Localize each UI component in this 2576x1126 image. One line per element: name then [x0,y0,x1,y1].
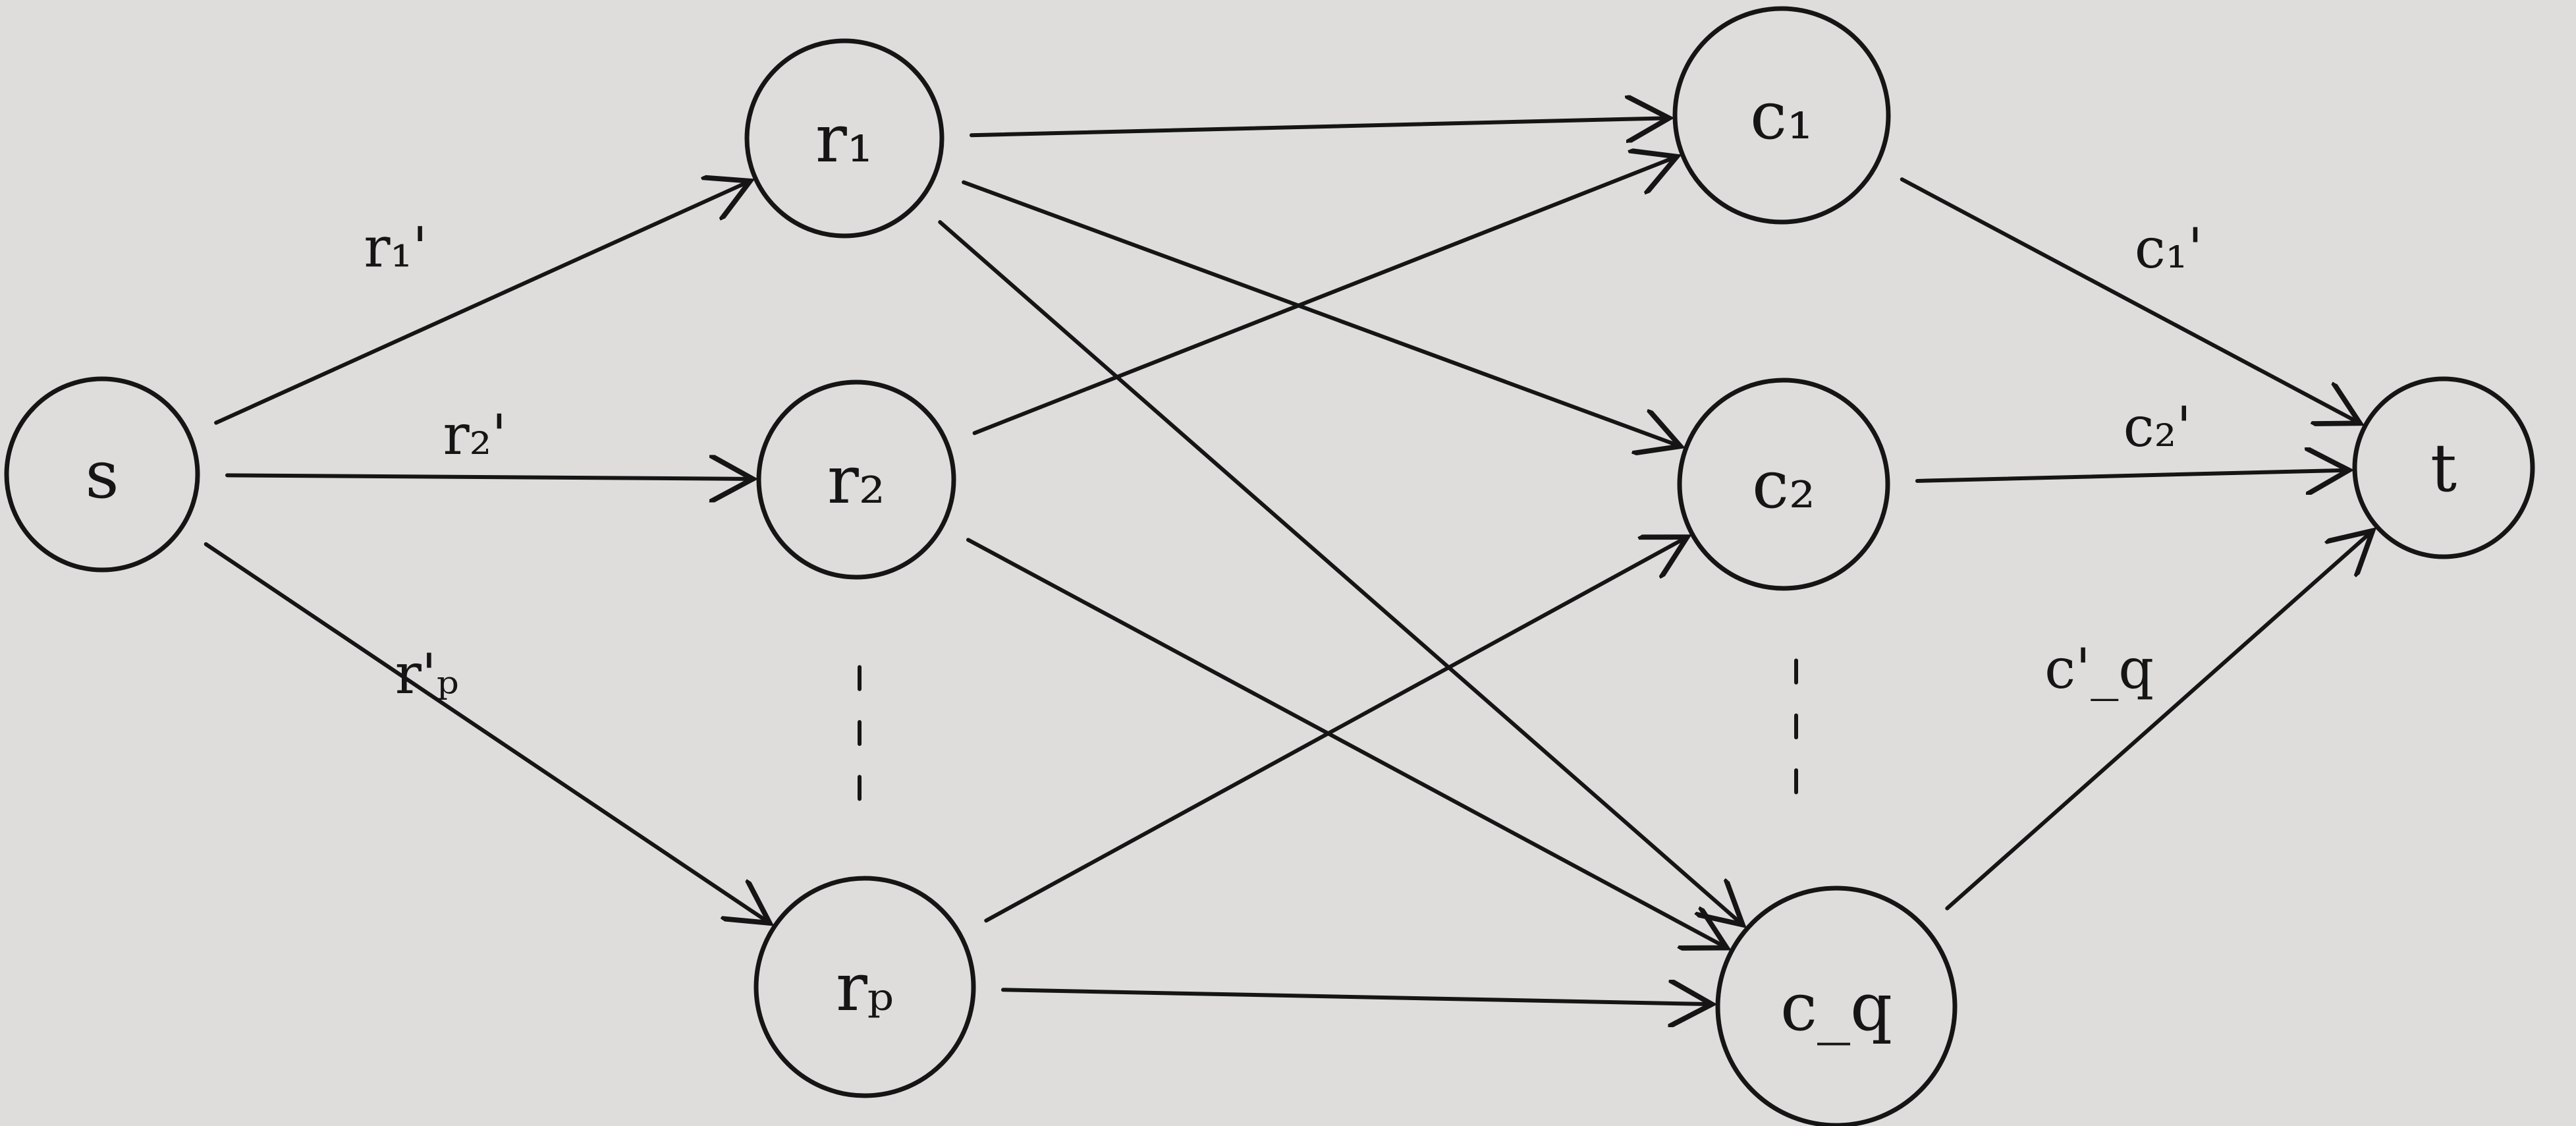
edge-rp-c2 [984,539,1684,923]
node-circle-cq [1715,886,1958,1126]
node-label-t: t [2430,430,2457,507]
node-circle-s [4,376,200,573]
node-label-r2: r₂ [827,441,885,519]
edge-label-s-rp: r'ₚ [395,642,459,706]
node-label-s: s [85,436,119,513]
node-label-cq: c_q [1780,969,1892,1046]
edge-r1-c2 [962,180,1677,445]
edge-labels-layer: r₁' r₂' r'ₚ c₁' c₂' c'_q [364,215,2203,706]
edge-s-r1 [214,183,746,425]
edge-label-c1-t: c₁' [2135,216,2203,281]
edge-label-s-r2: r₂' [443,403,507,467]
edge-cq-t [1945,534,2369,911]
nodes-layer: s r₁ r₂ rₚ c₁ c₂ c_q t [4,6,2535,1126]
ellipsis-layer [858,658,1798,801]
edge-c2-t [1915,470,2345,481]
edge-r1-c1 [969,118,1665,135]
node-label-r1: r₁ [815,100,873,177]
node-label-c2: c₂ [1752,446,1815,523]
node-t: t [2352,376,2535,559]
edge-s-r2 [225,475,749,479]
node-r1: r₁ [744,38,945,239]
node-s: s [4,376,200,573]
edge-r2-cq [966,538,1723,945]
node-c2: c₂ [1677,378,1890,591]
edge-c1-t [1900,177,2357,421]
edges-layer [204,118,2370,1004]
node-cq: c_q [1715,886,1958,1126]
edge-label-s-r1: r₁' [364,215,427,279]
node-label-c1: c₁ [1750,77,1813,154]
edge-r1-cq [938,220,1740,922]
node-circle-r1 [744,38,945,239]
node-c1: c₁ [1672,6,1891,225]
node-rp: rₚ [754,876,976,1098]
node-circle-c1 [1672,6,1891,225]
node-circle-rp [754,876,976,1098]
edge-label-c2-t: c₂' [2124,395,2192,459]
edge-r2-c1 [972,158,1674,436]
node-r2: r₂ [756,380,956,580]
edge-s-rp [204,542,767,921]
node-circle-c2 [1677,378,1890,591]
node-circle-r2 [756,380,956,580]
edge-label-cq-t: c'_q [2044,636,2154,701]
node-label-rp: rₚ [836,949,894,1026]
node-circle-t [2352,376,2535,559]
edge-rp-cq [1000,990,1708,1004]
